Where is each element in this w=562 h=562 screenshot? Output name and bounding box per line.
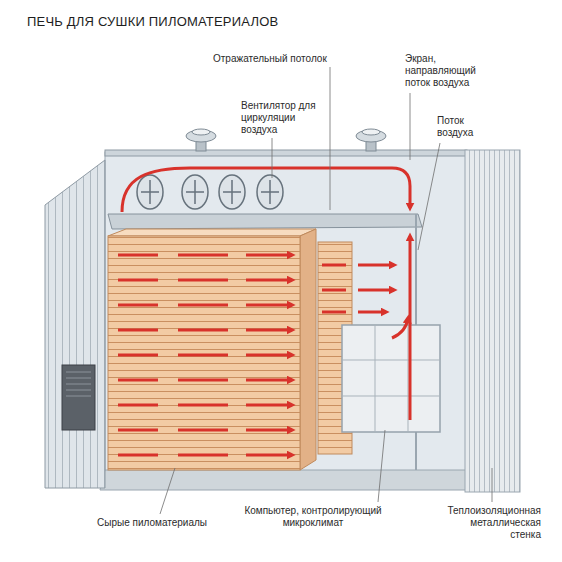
air-flow-arrows bbox=[409, 236, 412, 420]
lumber-stacks bbox=[108, 236, 300, 470]
control-computer bbox=[342, 325, 440, 432]
air-flow-arrows bbox=[118, 168, 410, 455]
air-flow-arrows bbox=[118, 329, 292, 332]
control-computer bbox=[342, 325, 440, 432]
leader-lines bbox=[378, 430, 385, 502]
building-interior bbox=[105, 152, 467, 472]
air-flow-arrows bbox=[118, 254, 292, 257]
circulation-fans bbox=[137, 175, 283, 209]
air-flow-arrows bbox=[118, 354, 292, 357]
left-wall bbox=[45, 160, 105, 488]
lumber-stacks bbox=[108, 229, 352, 470]
air-flow-arrows bbox=[118, 429, 292, 432]
building-interior bbox=[105, 150, 467, 156]
air-flow-arrows bbox=[118, 379, 292, 382]
air-flow-arrows bbox=[322, 311, 386, 314]
left-wall bbox=[66, 372, 91, 396]
air-flow-arrows bbox=[122, 168, 410, 212]
callout-label: Компьютер, контролирующий микроклимат bbox=[232, 505, 394, 529]
leader-lines bbox=[160, 67, 492, 514]
air-flow-arrows bbox=[118, 404, 292, 407]
leader-lines bbox=[160, 468, 175, 514]
air-flow-arrows bbox=[322, 289, 394, 292]
lumber-stacks bbox=[300, 229, 316, 470]
diagram-title: ПЕЧЬ ДЛЯ СУШКИ ПИЛОМАТЕРИАЛОВ bbox=[26, 14, 279, 30]
callout-label: Поток воздуха bbox=[436, 115, 488, 139]
left-wall bbox=[62, 365, 95, 430]
air-flow-arrows bbox=[322, 264, 394, 267]
leader-lines bbox=[410, 93, 411, 160]
roof-vents bbox=[362, 129, 380, 135]
air-flow-arrows bbox=[118, 304, 292, 307]
control-computer bbox=[342, 325, 440, 432]
callout-label: Теплоизоляционная металлическая стенка bbox=[436, 505, 542, 541]
callout-label: Вентилятор для циркуляции воздуха bbox=[240, 100, 328, 136]
insulated-right-wall bbox=[465, 150, 520, 492]
leader-lines bbox=[330, 67, 331, 210]
roof-vents bbox=[192, 129, 210, 135]
air-flow-arrows bbox=[392, 318, 408, 338]
building-interior bbox=[100, 470, 472, 490]
reflective-ceiling bbox=[108, 214, 422, 229]
callout-label: Отражательный потолок bbox=[212, 53, 328, 65]
roof-vents bbox=[186, 130, 216, 142]
leader-lines bbox=[418, 143, 440, 250]
insulated-right-wall bbox=[465, 150, 520, 492]
building-interior bbox=[100, 150, 472, 490]
circulation-fans bbox=[141, 180, 279, 204]
lumber-stacks bbox=[108, 229, 316, 236]
callout-label: Сырые пиломатериалы bbox=[96, 517, 208, 529]
callout-label: Экран, направляющий поток воздуха bbox=[404, 53, 486, 89]
air-flow-arrows bbox=[118, 454, 292, 457]
leader-lines bbox=[272, 138, 273, 178]
roof-vents bbox=[356, 130, 386, 142]
air-flow-arrows bbox=[118, 279, 292, 282]
left-wall bbox=[45, 160, 105, 488]
leader-lines bbox=[492, 468, 493, 502]
